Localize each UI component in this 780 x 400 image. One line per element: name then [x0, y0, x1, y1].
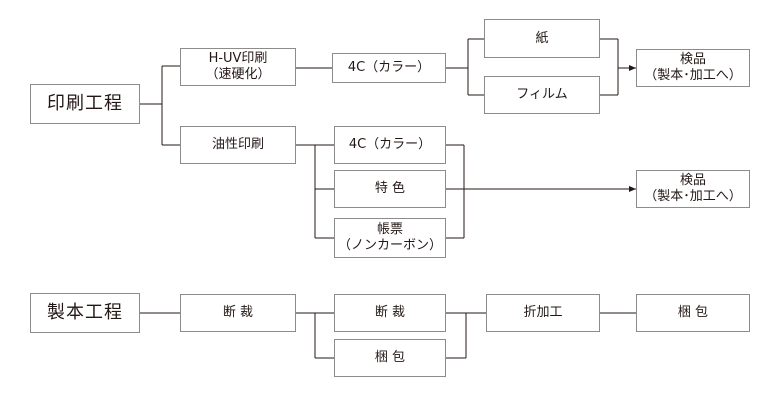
ledger-sublabel: （ノンカーボン） — [337, 238, 442, 253]
printing-process-label: 印刷工程 — [47, 93, 123, 114]
huv-color-label: 4C（カラー） — [347, 60, 431, 75]
packing-label-1: 梱 包 — [374, 350, 406, 365]
special-color-box: 特 色 — [334, 170, 446, 208]
paper-label: 紙 — [535, 30, 549, 46]
paper-box: 紙 — [484, 19, 600, 58]
inspection-sublabel-2: （製本･加工へ） — [644, 189, 742, 204]
binding-process-label: 製本工程 — [47, 302, 123, 323]
oil-printing-box: 油性印刷 — [180, 126, 296, 164]
cutting-label-2: 断 裁 — [374, 305, 406, 320]
printing-process-box: 印刷工程 — [30, 84, 140, 124]
inspection-label-1: 検品 — [679, 52, 706, 67]
film-label: フィルム — [516, 87, 568, 102]
huv-printing-sublabel: （速硬化） — [205, 67, 271, 82]
inspection-box-2: 検品 （製本･加工へ） — [636, 170, 750, 208]
inspection-label-2: 検品 — [679, 173, 706, 188]
film-box: フィルム — [484, 76, 600, 114]
cutting-box-1: 断 裁 — [180, 294, 296, 332]
special-color-label: 特 色 — [374, 181, 406, 196]
ledger-label: 帳票 — [376, 222, 403, 237]
packing-label-2: 梱 包 — [677, 305, 709, 320]
huv-printing-label: H-UV印刷 — [208, 51, 268, 66]
oil-printing-label: 油性印刷 — [211, 137, 264, 152]
folding-box: 折加工 — [486, 294, 600, 332]
folding-label: 折加工 — [523, 305, 563, 320]
packing-box-2: 梱 包 — [636, 294, 750, 332]
cutting-box-2: 断 裁 — [334, 294, 446, 332]
oil-color-label: 4C（カラー） — [348, 137, 432, 152]
oil-color-box: 4C（カラー） — [334, 126, 446, 164]
packing-box-1: 梱 包 — [334, 339, 446, 377]
inspection-box-1: 検品 （製本･加工へ） — [636, 49, 750, 87]
huv-printing-box: H-UV印刷 （速硬化） — [180, 48, 296, 86]
huv-color-box: 4C（カラー） — [332, 53, 446, 83]
binding-process-box: 製本工程 — [30, 293, 140, 333]
inspection-sublabel-1: （製本･加工へ） — [644, 68, 742, 83]
cutting-label-1: 断 裁 — [222, 305, 254, 320]
ledger-box: 帳票 （ノンカーボン） — [334, 218, 446, 258]
